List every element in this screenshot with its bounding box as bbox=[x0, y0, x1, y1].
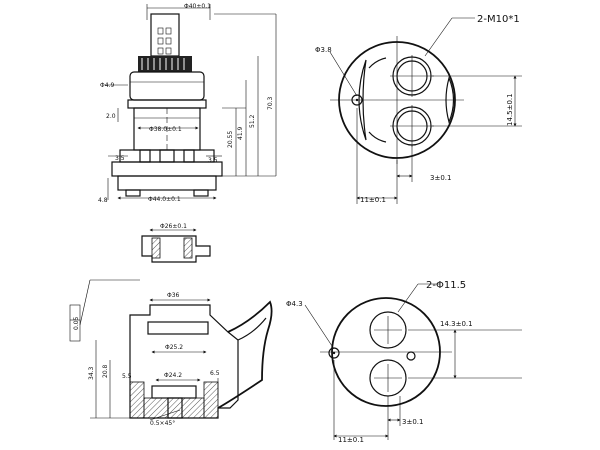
dim-h35-right: 3.5 bbox=[208, 157, 218, 164]
h343-label: 34.3 bbox=[88, 366, 95, 380]
hole-label: 2-Φ11.5 bbox=[426, 280, 466, 291]
dim-cap-width: Φ40±0.1 bbox=[184, 3, 211, 10]
dim-h20: 2.0 bbox=[106, 113, 116, 120]
h65-label: 6.5 bbox=[210, 370, 220, 377]
stem bbox=[150, 13, 180, 57]
bottom-plan-view: Φ4.3 2-Φ11.5 14.3±0.1 3±0.1 11±0.1 bbox=[286, 280, 522, 444]
dim-h419: 41.9 bbox=[237, 126, 244, 140]
dim-h2055: 20.55 bbox=[227, 131, 234, 148]
dim-base: Φ44.0±0.1 bbox=[148, 196, 181, 203]
top-elevation-view: Φ40±0.1 Φ4.9 2.0 Φ38.0±0.1 3.5 3.5 4.8 Φ… bbox=[98, 3, 277, 204]
chamfer-label: 0.5×45° bbox=[150, 420, 175, 427]
spacing-label: 14.5±0.1 bbox=[506, 93, 514, 126]
dim-h703: 70.3 bbox=[267, 96, 274, 110]
bottom-elevation-view: 0.05 Φ36 Φ25.2 Φ24.2 34.3 20.8 5.5 6.5 0… bbox=[69, 279, 273, 427]
offset-3-label: 3±0.1 bbox=[430, 174, 451, 182]
inner-dia-label: Φ24.2 bbox=[164, 372, 182, 379]
thread-label: 2-M10*1 bbox=[477, 14, 520, 25]
seal-dia-label: Φ26±0.1 bbox=[160, 223, 187, 230]
pin-dia-label-2: Φ4.3 bbox=[286, 300, 303, 308]
bore-dia-label: Φ36 bbox=[167, 292, 180, 299]
flatness-label: 0.05 bbox=[73, 316, 80, 330]
dim-h35-left: 3.5 bbox=[115, 155, 125, 162]
h55-label: 5.5 bbox=[122, 373, 132, 380]
port-dia-label: Φ25.2 bbox=[165, 344, 183, 351]
dim-h48: 4.8 bbox=[98, 197, 108, 204]
dim-h512: 51.2 bbox=[249, 114, 256, 128]
top-plan-view: Φ3.8 2-M10*1 14.5±0.1 3±0.1 11±0.1 bbox=[315, 14, 522, 204]
offset-11-label-2: 11±0.1 bbox=[338, 436, 364, 444]
seal-detail: Φ26±0.1 bbox=[141, 223, 211, 263]
offset-3-label-2: 3±0.1 bbox=[402, 418, 423, 426]
spline-teeth bbox=[138, 56, 192, 72]
h208-label: 20.8 bbox=[102, 364, 109, 378]
spacing-label-2: 14.3±0.1 bbox=[440, 320, 473, 328]
offset-11-label: 11±0.1 bbox=[360, 196, 386, 204]
pin-dia-label: Φ3.8 bbox=[315, 46, 332, 54]
dim-ring: Φ38.0±0.1 bbox=[149, 126, 182, 133]
dim-shoulder: Φ4.9 bbox=[100, 82, 114, 89]
